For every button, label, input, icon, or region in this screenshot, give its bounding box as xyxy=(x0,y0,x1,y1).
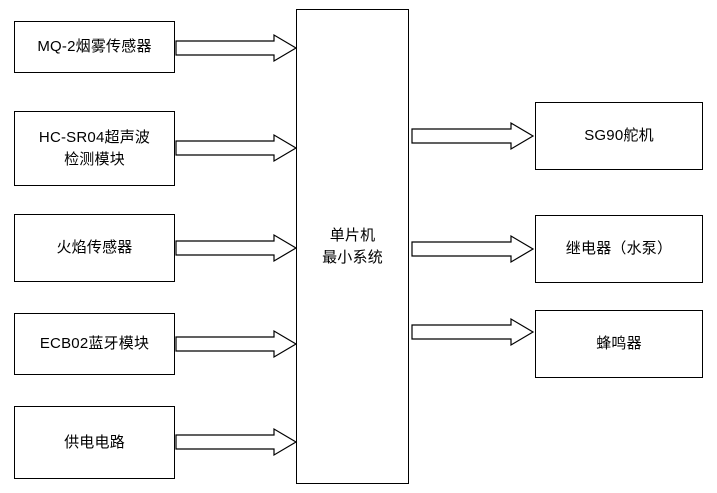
node-label: 蜂鸣器 xyxy=(596,335,642,353)
arrow-power-to-mcu xyxy=(175,427,298,457)
node-mq2-smoke-sensor: MQ-2烟雾传感器 xyxy=(14,21,175,73)
node-hcsr04-ultrasonic-module: HC-SR04超声波 检测模块 xyxy=(14,111,175,186)
node-label: 火焰传感器 xyxy=(56,239,133,257)
node-mcu-minimum-system: 单片机 最小系统 xyxy=(296,9,409,484)
node-relay-water-pump: 继电器（水泵） xyxy=(535,215,703,283)
node-flame-sensor: 火焰传感器 xyxy=(14,214,175,282)
node-label: 单片机 最小系统 xyxy=(322,226,383,266)
arrow-mcu-to-buzzer xyxy=(411,317,535,347)
node-sg90-servo: SG90舵机 xyxy=(535,102,703,170)
arrow-hcsr04-to-mcu xyxy=(175,133,298,163)
node-label: 继电器（水泵） xyxy=(565,240,673,258)
arrow-mcu-to-relay xyxy=(411,234,535,264)
node-buzzer: 蜂鸣器 xyxy=(535,310,703,378)
node-label: SG90舵机 xyxy=(584,127,654,145)
arrow-mcu-to-sg90 xyxy=(411,121,535,151)
arrow-bluetooth-to-mcu xyxy=(175,329,298,359)
node-label: MQ-2烟雾传感器 xyxy=(37,38,152,56)
arrow-flame-to-mcu xyxy=(175,233,298,263)
node-ecb02-bluetooth-module: ECB02蓝牙模块 xyxy=(14,313,175,375)
node-power-circuit: 供电电路 xyxy=(14,406,175,479)
node-label: 供电电路 xyxy=(64,433,125,451)
node-label: ECB02蓝牙模块 xyxy=(39,335,150,353)
arrow-mq2-to-mcu xyxy=(175,33,298,63)
node-label: HC-SR04超声波 检测模块 xyxy=(38,128,151,168)
